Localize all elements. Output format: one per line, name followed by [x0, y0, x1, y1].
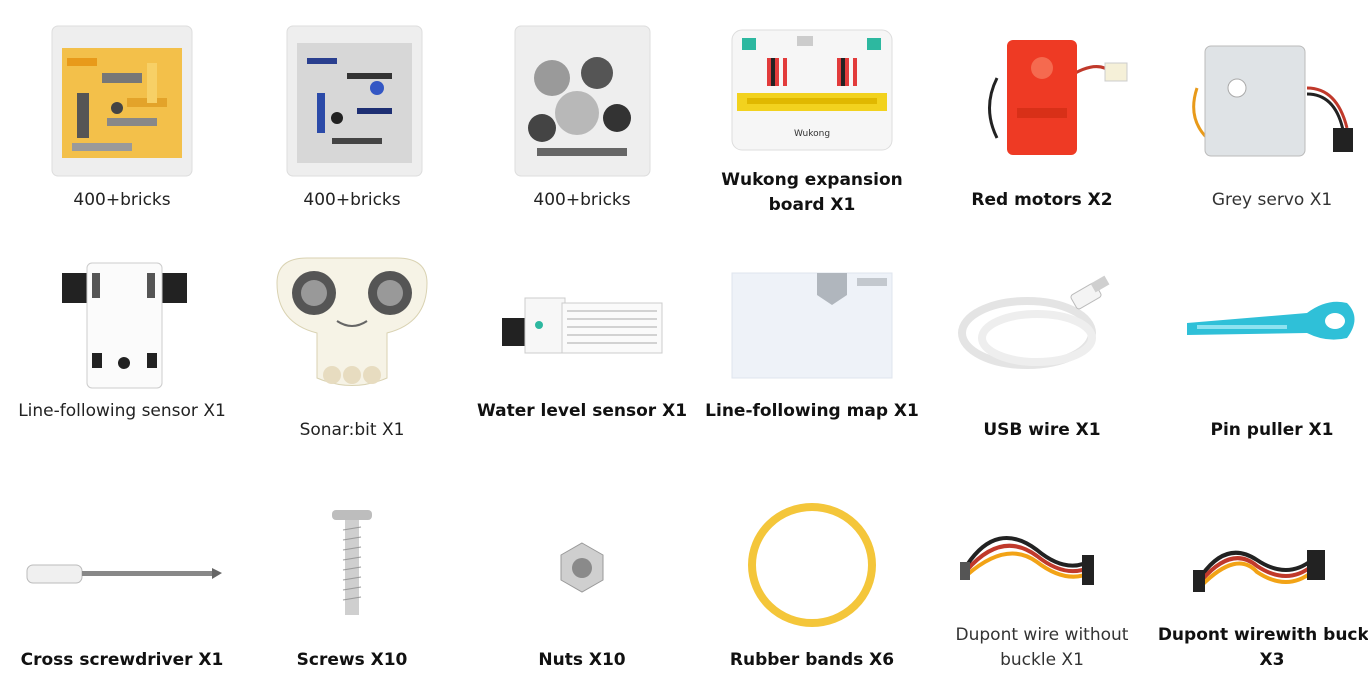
pin-puller-image [1157, 243, 1368, 403]
water-sensor-image [467, 243, 697, 403]
item-label: Grey servo X1 [1211, 190, 1333, 210]
grey-servo-image [1157, 18, 1368, 178]
nut-image [467, 480, 697, 640]
item-label: Line-following sensor X1 [18, 401, 226, 421]
bricks-blue-bag-image [237, 18, 467, 178]
dupont-wire-buckle-image [1157, 480, 1368, 640]
line-sensor-image [7, 243, 237, 403]
item-label: Dupont wirewith buckle X3 [1157, 625, 1368, 670]
item-label: Screws X10 [296, 650, 408, 670]
screw-image [237, 480, 467, 640]
item-label: Red motors X2 [971, 190, 1113, 210]
item-label: Line-following map X1 [705, 401, 919, 421]
item-label: Pin puller X1 [1210, 420, 1334, 440]
item-label: Dupont wire without buckle X1 [955, 625, 1129, 670]
sonar-bit-image [237, 243, 467, 403]
item-label: USB wire X1 [983, 420, 1101, 440]
board-logo-text: Wukong [794, 129, 830, 139]
item-label: 400+bricks [533, 190, 631, 210]
wukong-board-image: Wukong [697, 18, 927, 178]
screwdriver-image [7, 480, 237, 640]
item-label: Wukong expansion board X1 [721, 170, 903, 215]
item-label: Water level sensor X1 [476, 401, 688, 421]
item-label: Sonar:bit X1 [299, 420, 405, 440]
rubber-band-image [697, 480, 927, 640]
item-label: Cross screwdriver X1 [20, 650, 224, 670]
red-motor-image [927, 18, 1157, 178]
bricks-grey-bag-image [467, 18, 697, 178]
item-label: Rubber bands X6 [729, 650, 895, 670]
dupont-wire-no-buckle-image [927, 480, 1157, 640]
usb-wire-image [927, 243, 1157, 403]
item-label: 400+bricks [303, 190, 401, 210]
line-map-image [697, 243, 927, 403]
bricks-yellow-bag-image [7, 18, 237, 178]
item-label: 400+bricks [73, 190, 171, 210]
item-label: Nuts X10 [538, 650, 626, 670]
